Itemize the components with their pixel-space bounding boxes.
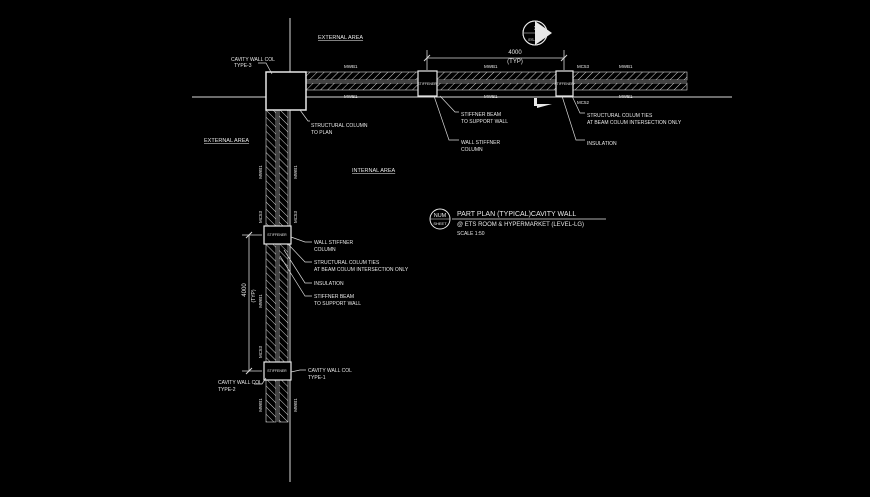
top-dimension-value: 4000 (508, 50, 522, 56)
leader-line (283, 249, 312, 284)
annotation-line1: STIFFNER BEAM (314, 294, 354, 300)
cavity-col-label: CAVITY WALL COL (231, 57, 275, 63)
wall-tag-bottom: MWB1 (619, 94, 633, 99)
corner-structural-column (265, 71, 307, 111)
wall-tag-left: MC53 (258, 211, 263, 224)
drawing-title: PART PLAN (TYPICAL)CAVITY WALL (457, 211, 576, 218)
annotation-line1: STRUCTURAL COLUM TIES (587, 113, 653, 119)
top-cavity-wall (304, 71, 688, 91)
wall-tag-left: MC53 (258, 346, 263, 359)
annotation-line1: STRUCTURAL COLUMN (311, 123, 368, 129)
top-dimension-note: (TYP) (507, 59, 523, 65)
section-marker-sheet: ES-001 (528, 37, 542, 42)
annotation-line1: WALL STIFFNER (314, 240, 353, 246)
wall-tag-left: MC53 (293, 211, 298, 224)
column-tag: STIFFENER (267, 233, 287, 237)
left-dimension-note: (TYP) (251, 289, 257, 302)
annotation-line1: INSULATION (314, 281, 344, 287)
leader-line (254, 377, 267, 385)
leader-line (571, 95, 585, 114)
leader-line (433, 95, 459, 141)
leader-line (290, 236, 312, 243)
leader-line (439, 95, 459, 113)
annotation-line1: STRUCTURAL COLUM TIES (314, 260, 380, 266)
annotation-line2: COLUMN (314, 247, 336, 253)
column-tag: STIFFENER (267, 369, 287, 373)
drawing-scale: SCALE 1:50 (457, 231, 485, 237)
wall-tag-top: MWB1 (619, 64, 633, 69)
top-stiffener-column-2 (555, 70, 574, 97)
column-tag: STIFFENER (417, 82, 437, 86)
top-stiffener-column-1 (417, 70, 438, 97)
leader-line (299, 109, 310, 122)
annotation-line2: AT BEAM COLUM INTERSECTION ONLY (314, 267, 409, 273)
section-marker-number: 1 (534, 26, 537, 32)
left-dimension-value: 4000 (242, 283, 248, 297)
wall-tag-bottom: MC52 (577, 100, 590, 105)
wall-tag-top: MC53 (577, 64, 590, 69)
wall-tag-top: MWB1 (484, 64, 498, 69)
leader-line (290, 369, 306, 373)
annotation-line1: STIFFNER BEAM (461, 112, 501, 118)
leader-line (561, 95, 585, 141)
annotation-line2: TO PLAN (311, 130, 333, 136)
wall-tag-left: MWB1 (258, 398, 263, 412)
wall-tag-left: MWB1 (258, 165, 263, 179)
annotation-line1: INSULATION (587, 141, 617, 147)
annotation-line2: TO SUPPORT WALL (314, 301, 361, 307)
external-area-label-left: EXTERNAL AREA (204, 138, 249, 144)
external-area-label-top: EXTERNAL AREA (318, 35, 363, 41)
cavity-col-type: TYPE-3 (234, 63, 252, 69)
title-badge-number: NUM (434, 213, 447, 219)
column-tag: STIFFENER (554, 82, 574, 86)
title-block (429, 208, 606, 230)
annotation-line1: WALL STIFFNER (461, 140, 500, 146)
drawing-subtitle: @ ETS ROOM & HYPERMARKET (LEVEL-LG) (457, 222, 584, 228)
internal-area-label: INTERNAL AREA (352, 168, 396, 174)
wall-tag-bottom: MWB1 (344, 94, 358, 99)
leader-line (279, 255, 312, 297)
wall-tag-left: MWB1 (293, 165, 298, 179)
wall-tag-bottom: MWB1 (484, 94, 498, 99)
annotation-line2: TO SUPPORT WALL (461, 119, 508, 125)
leader-line (258, 62, 273, 75)
annotation-line2: AT BEAM COLUM INTERSECTION ONLY (587, 120, 682, 126)
annotation-line1: CAVITY WALL COL (308, 368, 352, 374)
top-dimension (423, 50, 568, 70)
annotation-line2: COLUMN (461, 147, 483, 153)
left-stiffener-column-1 (263, 225, 292, 245)
wall-tag-top: MWB1 (344, 64, 358, 69)
annotation-line2: TYPE-1 (308, 375, 326, 381)
left-stiffener-column-2 (263, 361, 292, 381)
wall-tag-left: MWB1 (293, 398, 298, 412)
annotation-line1: CAVITY WALL COL (218, 380, 262, 386)
leader-line (287, 243, 312, 263)
annotation-line2: TYPE-2 (218, 387, 236, 393)
left-dimension (242, 231, 262, 375)
section-marker (522, 20, 552, 108)
title-badge-sheet: SHEET (433, 221, 447, 226)
wall-tag-left: MWB1 (258, 294, 263, 308)
